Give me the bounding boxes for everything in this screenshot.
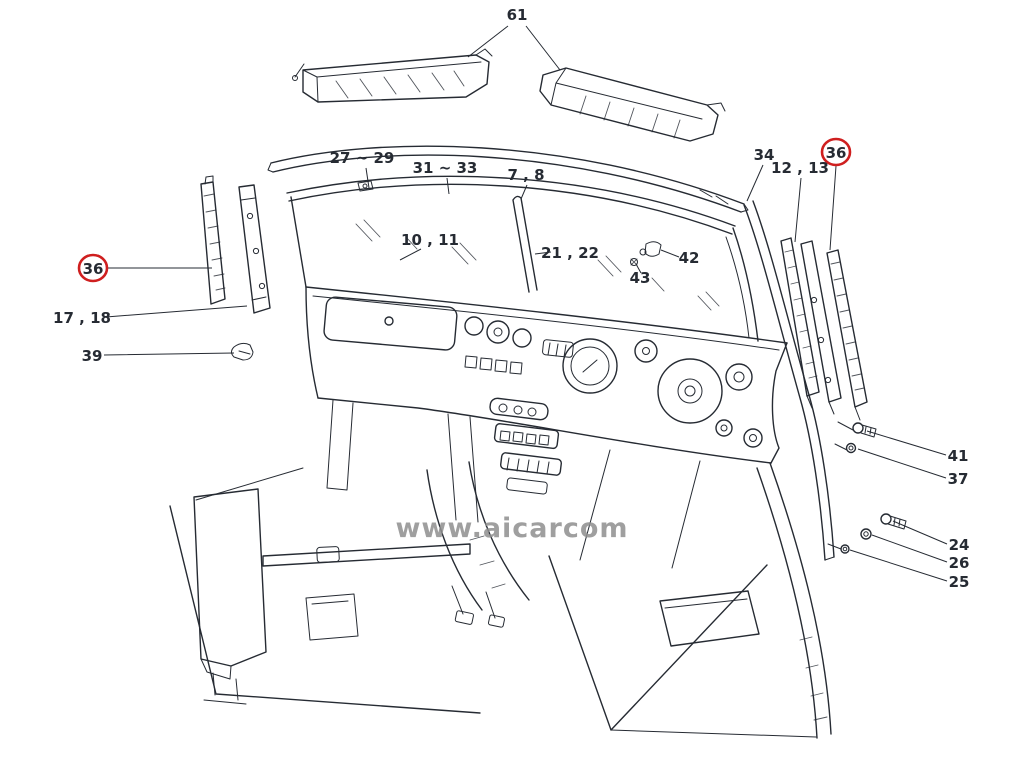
part-label-21-22: 21 , 22 [541,244,599,262]
part-label-25: 25 [949,573,970,591]
part-label-39: 39 [82,347,103,365]
part-label-7-8: 7 , 8 [507,166,544,184]
highlight-circle-right [820,137,852,167]
part-label-36-left: 36 [83,260,104,278]
windshield-molding [286,175,736,235]
part-label-41: 41 [948,447,969,465]
part-label-17-18: 17 , 18 [53,309,111,327]
part-label-12-13: 12 , 13 [771,159,829,177]
clip-39 [231,342,254,361]
floor-structure [169,449,832,739]
right-pillar-trims [743,200,868,561]
part-label-34: 34 [754,146,775,164]
part-label-24: 24 [949,536,970,554]
part-label-37: 37 [948,470,969,488]
windshield-frame [290,195,759,342]
highlight-circle-left [77,253,109,283]
clip-42-screw-43 [630,241,662,266]
header-rail [267,145,749,213]
part-label-61: 61 [507,6,528,24]
part-label-31-33: 31 ~ 33 [413,159,478,177]
dashboard [305,286,788,523]
sun-visors [292,48,726,142]
part-label-10-11: 10 , 11 [401,231,459,249]
watermark-text: www.aicarcom [395,513,628,544]
fasteners-right [827,421,907,554]
part-label-27-29: 27 ~ 29 [330,149,395,167]
part-label-43: 43 [630,269,651,287]
left-pillar-trims [200,175,271,314]
part-label-42: 42 [679,249,700,267]
part-label-26: 26 [949,554,970,572]
leader-lines [103,25,948,582]
part-label-36-right: 36 [826,144,847,162]
